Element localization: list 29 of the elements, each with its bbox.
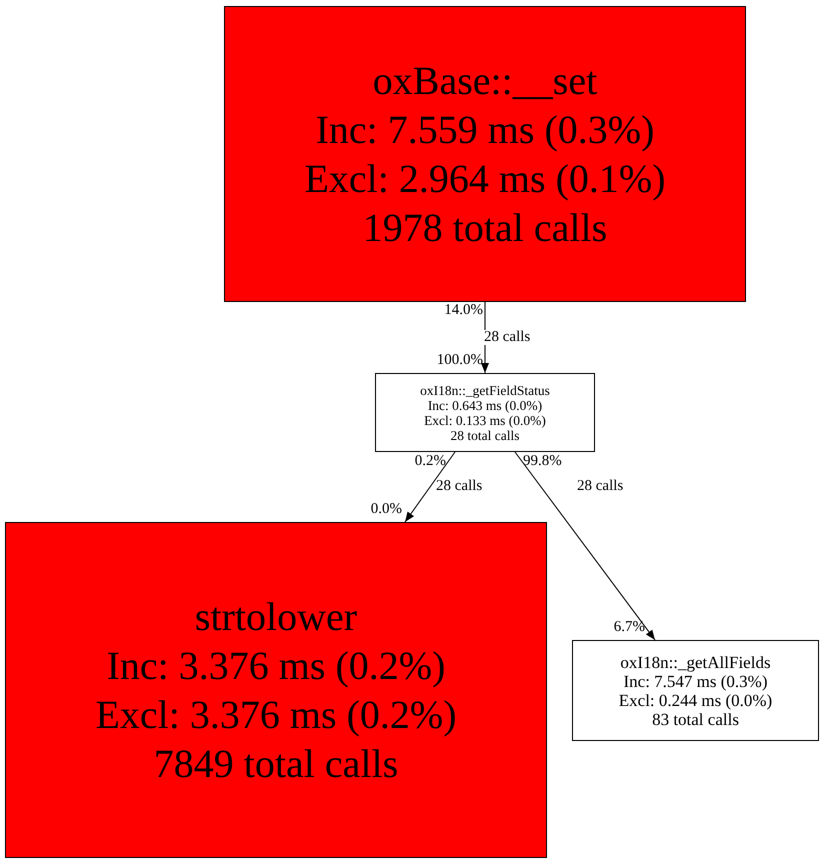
function-stat: 7849 total calls [154, 740, 398, 788]
call-arrow [514, 452, 656, 640]
function-stat: 1978 total calls [362, 204, 608, 252]
percentage-label: 6.7% [614, 620, 645, 635]
function-stat: Excl: 3.376 ms (0.2%) [95, 691, 457, 739]
function-stat: Inc: 3.376 ms (0.2%) [106, 642, 446, 690]
function-name: oxI18n::_getAllFields [620, 652, 771, 672]
function-name: strtolower [194, 593, 358, 641]
function-stat: Excl: 0.133 ms (0.0%) [424, 412, 546, 428]
function-stat: Excl: 2.964 ms (0.1%) [304, 155, 666, 203]
function-box [572, 640, 819, 741]
function-stat: Excl: 0.244 ms (0.0%) [618, 690, 772, 710]
edge-label: 28 calls [484, 330, 530, 345]
function-stat: 28 total calls [450, 428, 520, 442]
percentage-label: 0.0% [370, 502, 402, 517]
percentage-label: 14.0% [444, 303, 483, 318]
function-name: oxI18n::_getFieldStatus [420, 382, 550, 398]
function-box [5, 522, 547, 858]
function-box [224, 6, 746, 302]
function-box [375, 373, 595, 452]
function-stat: Inc: 7.547 ms (0.3%) [623, 672, 768, 690]
call-arrow [404, 452, 456, 522]
function-name: oxBase::__set [372, 57, 598, 105]
percentage-label: 0.2% [414, 454, 446, 469]
percentage-label: 99.8% [523, 454, 562, 469]
function-stat: Inc: 7.559 ms (0.3%) [316, 106, 654, 154]
function-stat: 83 total calls [652, 710, 739, 728]
function-stat: Inc: 0.643 ms (0.0%) [428, 398, 542, 412]
percentage-label: 100.0% [436, 353, 483, 368]
